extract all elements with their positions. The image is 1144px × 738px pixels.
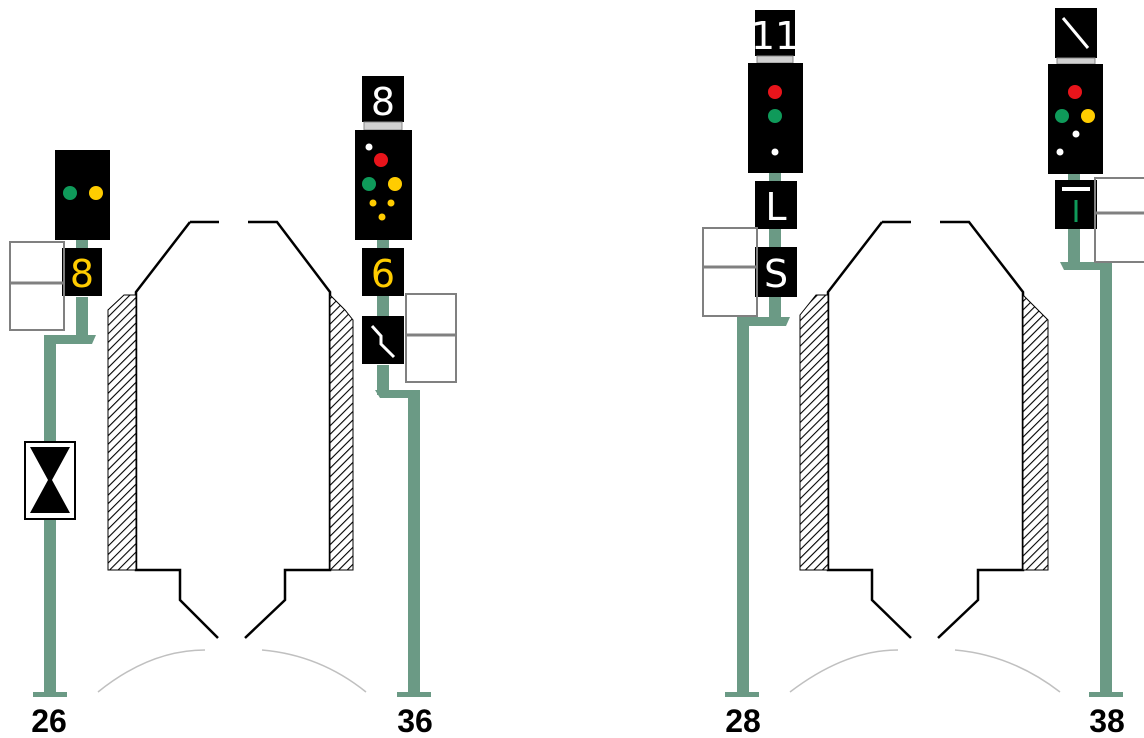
diagonal-indicator [1061,17,1090,49]
yellow-lamp [89,186,103,200]
letter-indicator-text: S [764,252,788,296]
track-line [261,649,367,693]
top-indicator-36 [362,76,404,122]
white-lamp [771,148,779,156]
red-lamp [374,153,388,167]
route-indicator-36 [362,316,404,364]
sign-frame [1094,177,1144,263]
signal-label-26: 26 [31,703,67,738]
sign-frame [9,241,65,331]
speed-indicator-text: 6 [371,252,395,296]
letter-indicator-upper [755,181,797,229]
station-right [789,220,1061,693]
letter-indicator-lower [755,247,797,297]
white-lamp [1056,148,1064,156]
platform-edge-hatch [107,294,137,571]
top-indicator-text: 11 [751,14,799,58]
green-lamp [362,177,376,191]
green-lamp [63,186,77,200]
yellow-lamp [388,177,402,191]
signal-28: 11 L S 28 [702,10,803,738]
platform-outline-left [134,220,332,639]
green-lamp [1055,109,1069,123]
speed-indicator-36 [362,248,404,296]
top-indicator-text: 8 [371,80,395,124]
route-indicator-arrow [370,324,396,359]
signal-26: 8 26 [9,150,110,738]
red-lamp [768,85,782,99]
green-lamp [768,109,782,123]
yellow-lamp [1081,109,1095,123]
signal-label-36: 36 [397,703,433,738]
sign-frame [405,293,457,383]
platform-edge-hatch [1022,293,1049,571]
trapezoid-sign [24,441,76,520]
signal-36: 8 6 36 [355,76,457,738]
speed-indicator-26 [62,248,102,296]
letter-indicator-text: L [765,185,786,229]
signal-label-38: 38 [1089,703,1125,738]
track-line [954,649,1061,693]
platform-edge-hatch [329,293,354,571]
sign-frame [702,227,758,317]
platform-outline-right [826,220,1025,639]
white-lamp [365,143,373,151]
red-lamp [1068,85,1082,99]
speed-indicator-text: 8 [70,252,94,296]
track-line [97,649,206,693]
platform-edge-hatch [799,294,829,571]
track-line [789,649,899,693]
signal-38: 38 [1048,8,1144,738]
top-indicator-28 [755,10,795,56]
signal-label-28: 28 [725,703,761,738]
station-left [97,220,367,693]
